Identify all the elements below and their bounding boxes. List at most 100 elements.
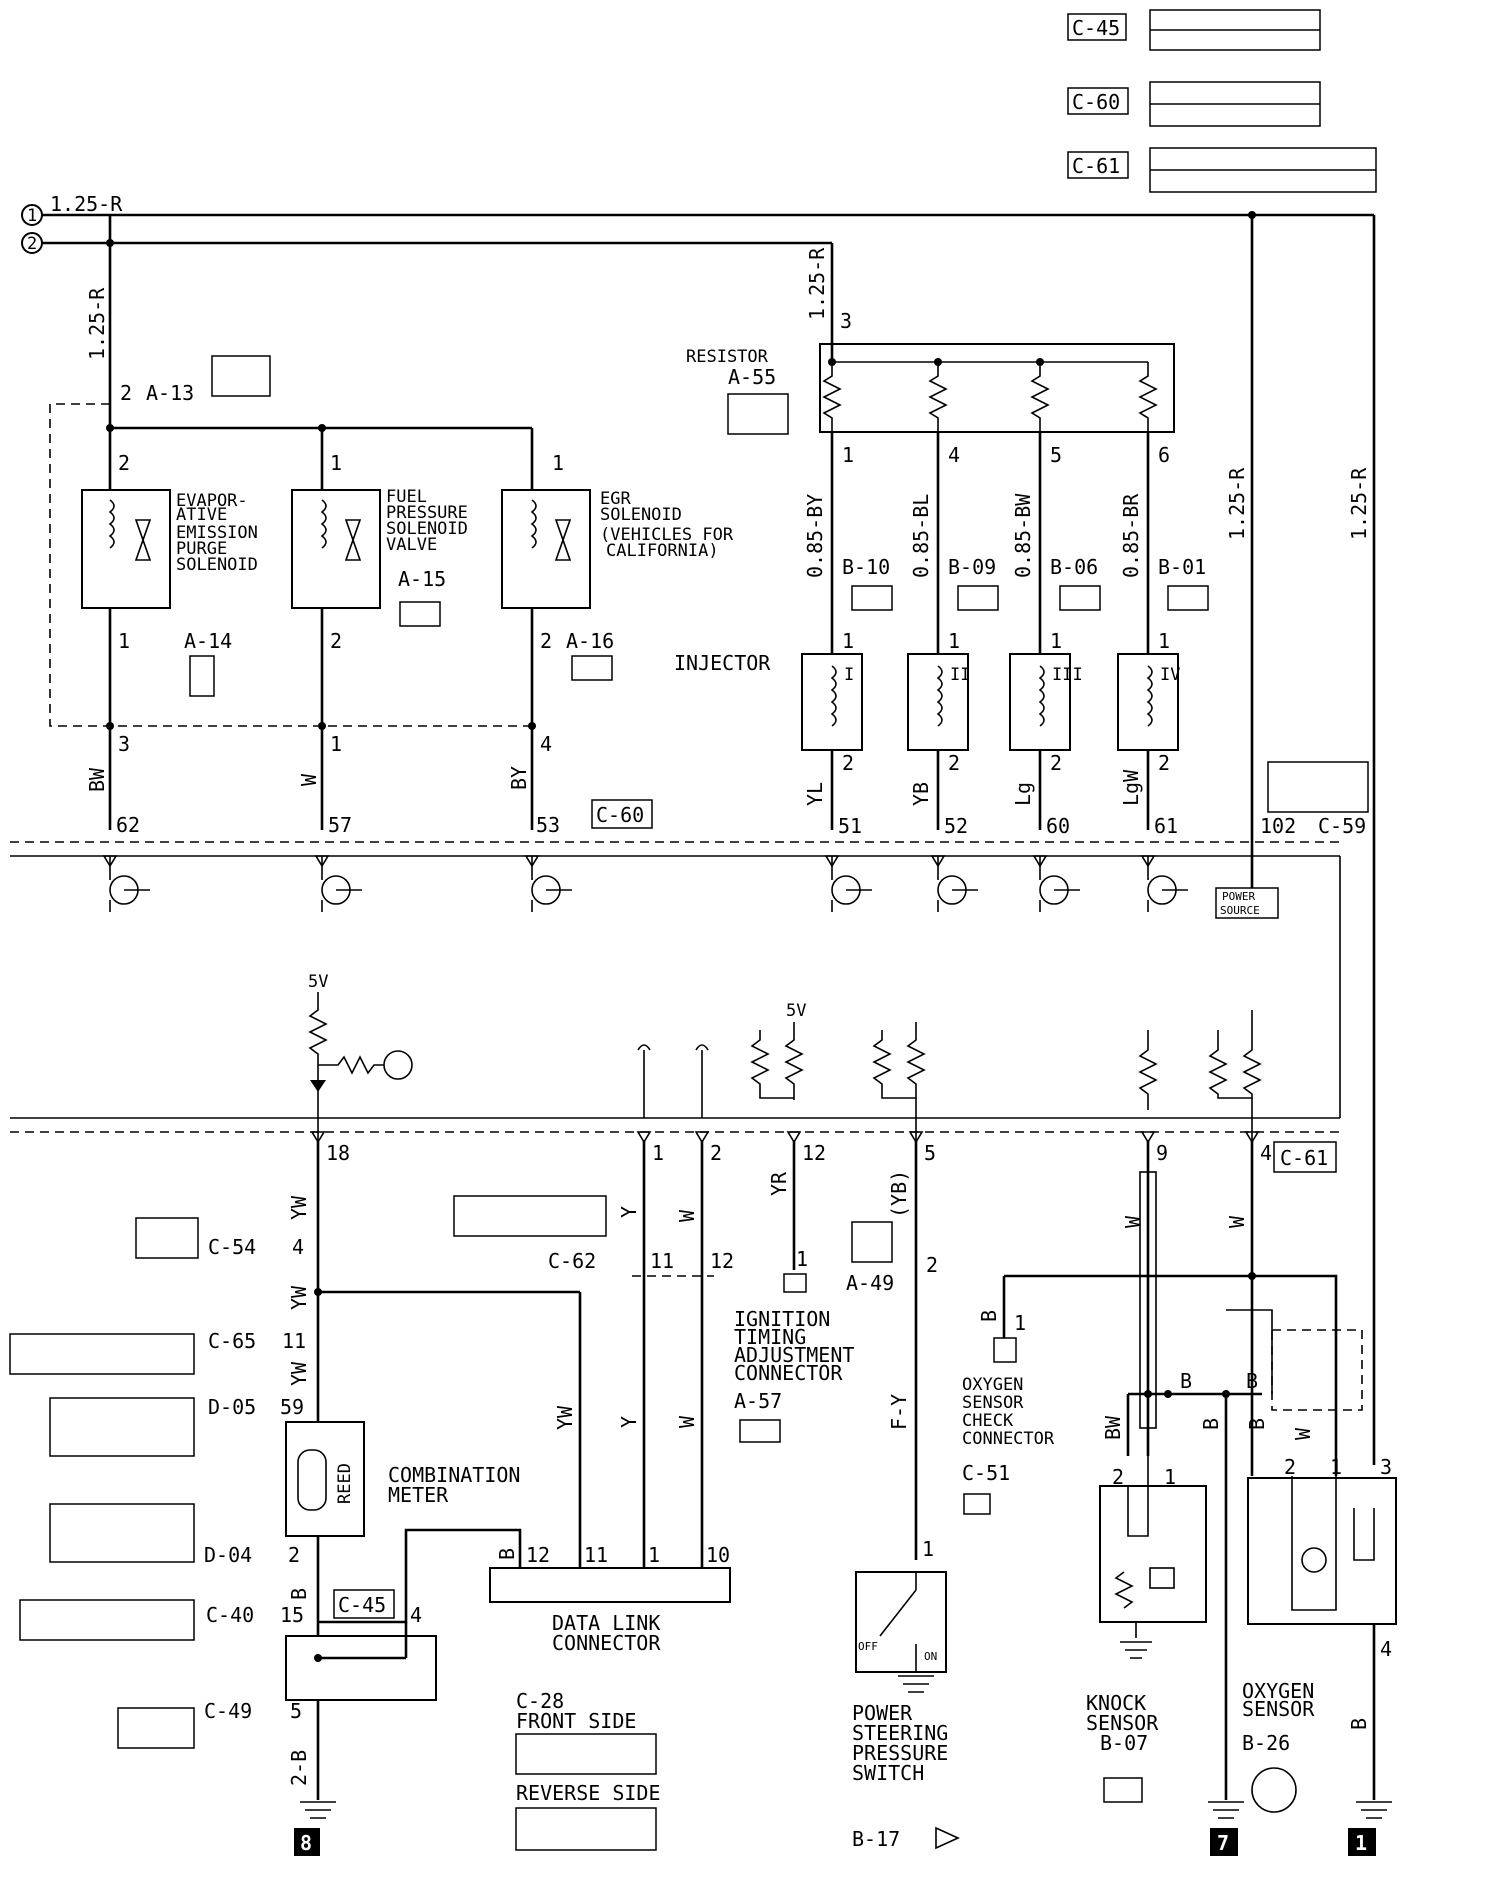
evap-wire: BW <box>85 767 109 792</box>
fuel-name-1: FUEL <box>386 487 427 507</box>
egr-name-4: CALIFORNIA) <box>606 541 719 561</box>
resistor-element-3 <box>1030 362 1050 432</box>
ecu-lower-pin-2: 1 <box>652 1141 664 1165</box>
resistor-output-wire-label-1: 0.85-BY <box>803 494 827 578</box>
c40-label: C-40 <box>206 1603 254 1627</box>
bus-wire-label: 1.25-R <box>50 192 123 216</box>
injector-number-1: I <box>844 665 854 685</box>
ecu-lower-arrow-5 <box>908 1131 924 1144</box>
c60-header-label: C-60 <box>1072 90 1120 114</box>
ecu-transistor-leads-2 <box>321 856 362 912</box>
header-connector-c60: C-60 <box>1067 81 1321 127</box>
c28-reverse-side: REVERSE SIDE <box>516 1781 661 1805</box>
injector-connector-1: B-10 <box>842 555 890 579</box>
ecu-lower-pin-3: 2 <box>710 1141 722 1165</box>
c61-header-label: C-61 <box>1072 154 1120 178</box>
combination-meter-circuit: YW YW YW YW C-54 4 C-65 11 D-05 59 REED … <box>9 1140 582 1856</box>
ecu-input-arrow-4 <box>824 855 840 868</box>
dlc-pin-11: 11 <box>650 1249 674 1273</box>
a49-pin: 2 <box>926 1253 938 1277</box>
ecu-c59-label: C-59 <box>1318 814 1366 838</box>
ecu-input-arrow-2 <box>314 855 330 868</box>
evap-pin-top: 2 <box>118 451 130 475</box>
speed-wire-2: YW <box>287 1285 311 1310</box>
injector-connector-2: B-09 <box>948 555 996 579</box>
injector-number-2: II <box>950 665 970 685</box>
dlc-wire-w2: W <box>675 1415 699 1428</box>
injector-wire-2: YB <box>909 782 933 806</box>
ecu-transistor-leads-1 <box>109 856 150 912</box>
evap-ecu-pin: 62 <box>116 813 140 837</box>
meter-out-wire: B <box>287 1588 311 1600</box>
fuel-name-2: PRESSURE <box>386 503 468 523</box>
a49-label: A-49 <box>846 1271 894 1295</box>
resistor-output-wire-label-2: 0.85-BL <box>909 494 933 578</box>
egr-pin-top: 1 <box>552 451 564 475</box>
c40-pin: 15 <box>280 1603 304 1627</box>
injector-connector-shape-1 <box>851 585 893 611</box>
a13-wire-label: 1.25-R <box>85 287 109 360</box>
egr-ecu-pin: 53 <box>536 813 560 837</box>
oxy-pin-4: 4 <box>1380 1637 1392 1661</box>
evap-name-5: SOLENOID <box>176 555 258 575</box>
fuel-name-4: VALVE <box>386 535 437 555</box>
resistor-element-2 <box>928 362 948 432</box>
ecu-transistor-leads-6 <box>1039 856 1080 912</box>
oxy-pin-2: 2 <box>1284 1455 1296 1479</box>
fuel-name-3: SOLENOID <box>386 519 468 539</box>
ecu-lower-pin-5: 5 <box>924 1141 936 1165</box>
ecu-input-arrow-3 <box>524 855 540 868</box>
reed-label: REED <box>335 1463 355 1504</box>
ps-name-4: SWITCH <box>852 1761 924 1785</box>
c65-pin: 11 <box>282 1329 306 1353</box>
a13-label: A-13 <box>146 381 194 405</box>
ecu-lower-pin-4: 12 <box>802 1141 826 1165</box>
c45-pin: 4 <box>410 1603 422 1627</box>
resistor-output-wire-label-4: 0.85-BR <box>1119 493 1143 578</box>
oxy-check-connector: C-51 <box>962 1461 1010 1485</box>
injector-connector-shape-2 <box>957 585 999 611</box>
ecu-input-arrow-7 <box>1140 855 1156 868</box>
itac-name-3: ADJUSTMENT <box>734 1343 854 1367</box>
egr-pin-bottom: 2 <box>540 629 552 653</box>
resistor-connector: A-55 <box>728 365 776 389</box>
ecu-transistor-leads-3 <box>531 856 572 912</box>
c60-ecu-label: C-60 <box>596 803 644 827</box>
ps-off: OFF <box>858 1640 878 1653</box>
injector-number-3: III <box>1052 665 1083 685</box>
ground-ref-7: 7 <box>1217 1831 1229 1855</box>
ecu-lower-arrow-1 <box>310 1131 326 1144</box>
oxy-check-pin: 1 <box>1014 1311 1026 1335</box>
knock-pin-1: 1 <box>1164 1465 1176 1489</box>
fuel-junction-pin: 1 <box>330 732 342 756</box>
ecu-lower-arrow-7 <box>1244 1131 1260 1144</box>
evap-purge-solenoid: 2 1 3 EVAPOR- ATIVE EMISSION PURGE SOLEN… <box>81 451 258 837</box>
evap-name-4: PURGE <box>176 539 227 559</box>
knock-pin-2: 2 <box>1112 1465 1124 1489</box>
oxy-check-name-2: SENSOR <box>962 1393 1024 1413</box>
dlc-wire-y2: Y <box>617 1416 641 1428</box>
ecu-transistor-leads-4 <box>831 856 872 912</box>
oxy-name-2: SENSOR <box>1242 1697 1315 1721</box>
oxygen-heater-wire-label: 1.25-R <box>1347 467 1371 540</box>
bus2-symbol: 2 <box>27 234 37 254</box>
power-steering-switch-circuit: A-49 2 (YB) F-Y 1 OFF ON POWER STEERING … <box>846 1140 960 1851</box>
resistor-output-pin-4: 6 <box>1158 443 1170 467</box>
evap-name-3: EMISSION <box>176 523 258 543</box>
ps-name-2: STEERING <box>852 1721 948 1745</box>
ecu-lower-pin-6: 9 <box>1156 1141 1168 1165</box>
injector-pin-bottom-1: 2 <box>842 751 854 775</box>
c62-label: C-62 <box>548 1249 596 1273</box>
oxy-w-wire: W <box>1225 1215 1249 1228</box>
resistor-output-wire-label-3: 0.85-BW <box>1011 493 1035 578</box>
c28-label: C-28 <box>516 1689 564 1713</box>
solenoid-group: 2 A-13 2 1 3 EVAPOR- ATIVE EMISSION PURG… <box>49 243 734 837</box>
fuel-pressure-solenoid-valve: 1 2 1 FUEL PRESSURE SOLENOID VALVE A-15 … <box>291 451 468 837</box>
ecu-lower-arrow-2 <box>636 1131 652 1144</box>
resistor-output-pin-2: 4 <box>948 443 960 467</box>
injector-wire-4: LgW <box>1119 769 1143 806</box>
ecu-transistor-leads-5 <box>937 856 978 912</box>
power-source-2: SOURCE <box>1220 904 1260 917</box>
injector-connector-shape-3 <box>1059 585 1101 611</box>
itac-connector: A-57 <box>734 1389 782 1413</box>
